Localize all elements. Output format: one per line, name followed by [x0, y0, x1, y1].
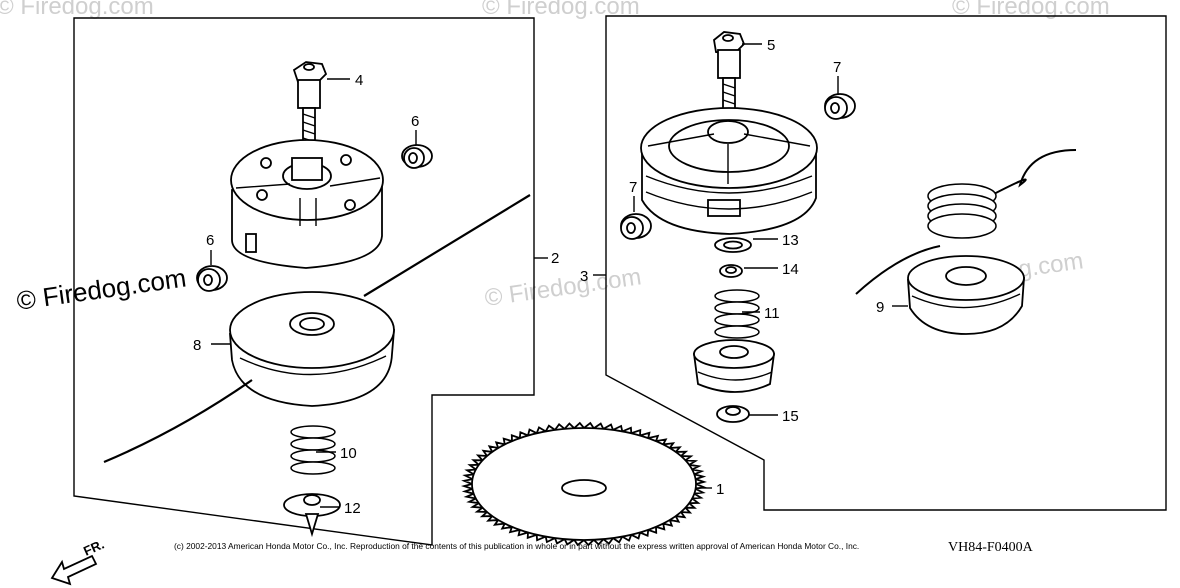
callout-13: 13	[782, 232, 799, 249]
callout-15: 15	[782, 408, 799, 425]
callout-9: 9	[876, 299, 884, 316]
callout-2: 2	[551, 250, 559, 267]
watermark-faint: © Firedog.com	[0, 0, 154, 20]
callout-11: 11	[764, 305, 780, 322]
callout-4: 4	[355, 72, 363, 89]
nut-part-14	[719, 264, 743, 278]
front-direction-label: FR.	[81, 537, 106, 559]
copyright-notice: (c) 2002-2013 American Honda Motor Co., …	[174, 541, 859, 551]
blade-cup	[692, 339, 776, 393]
callout-14: 14	[782, 261, 799, 278]
front-arrow-icon: FR.	[50, 537, 106, 586]
assembly-frame-left	[73, 17, 535, 546]
spring-part-10	[290, 425, 336, 475]
watermark-main: © Firedog.com	[15, 262, 188, 315]
grommet-part-7b	[620, 213, 652, 240]
callout-7-upper: 7	[833, 59, 841, 76]
callout-3: 3	[580, 268, 588, 285]
washer-part-13	[714, 237, 752, 253]
watermark-faint: © Firedog.com	[483, 263, 643, 312]
callout-1: 1	[716, 481, 724, 498]
bump-knob-part-12	[283, 493, 341, 538]
hub-cap-left	[230, 139, 384, 269]
callout-7-lower: 7	[629, 179, 637, 196]
callout-10: 10	[340, 445, 357, 462]
spring-part-11	[714, 289, 760, 339]
spool-head-part-8	[103, 194, 531, 464]
watermark-faint: © Firedog.com	[482, 0, 640, 20]
callout-6-upper: 6	[411, 113, 419, 130]
callout-5: 5	[767, 37, 775, 54]
assembly-frame-right	[605, 15, 1167, 511]
spool-part-9	[855, 149, 1077, 335]
saw-blade-part-1	[460, 421, 708, 547]
bolt-part-4	[292, 61, 328, 149]
callout-12: 12	[344, 500, 361, 517]
grommet-part-7a	[824, 93, 856, 120]
callout-8: 8	[193, 337, 201, 354]
blade-holder-housing	[640, 107, 818, 235]
watermark-faint: © Firedog.com	[952, 0, 1110, 20]
drawing-code: VH84-F0400A	[948, 540, 1034, 555]
leader-lines	[210, 43, 908, 508]
grommet-part-6a	[401, 144, 433, 169]
grommet-part-6b	[196, 265, 228, 292]
callout-6-lower: 6	[206, 232, 214, 249]
nut-part-15	[716, 405, 750, 423]
bolt-part-5	[713, 31, 746, 115]
